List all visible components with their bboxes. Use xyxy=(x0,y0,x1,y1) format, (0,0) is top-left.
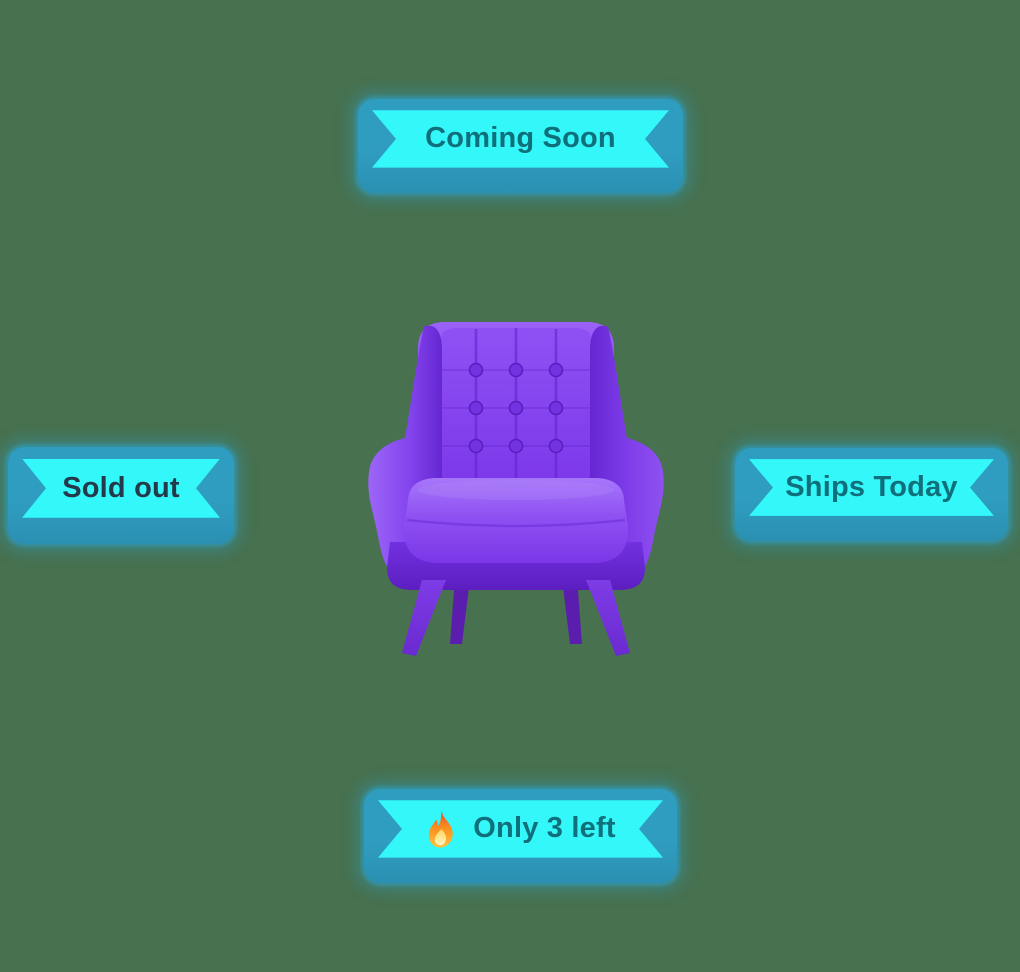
chair-back-leg xyxy=(450,578,470,644)
badge-label: Coming Soon xyxy=(425,122,616,155)
cushion-highlight xyxy=(418,480,614,500)
badge-label: Ships Today xyxy=(785,471,958,504)
badge-sold-out: Sold out xyxy=(8,447,234,544)
cushion-piping xyxy=(406,518,626,528)
badge-label: Sold out xyxy=(62,471,180,504)
armchair-image xyxy=(368,322,664,656)
badge-coming-soon: Coming Soon xyxy=(358,99,683,193)
ribbon-band: Only 3 left xyxy=(378,800,663,857)
chair-seat-cushion xyxy=(403,478,629,563)
chair-front-leg xyxy=(586,580,630,656)
chair-front-leg xyxy=(402,580,446,656)
ribbon-band: Coming Soon xyxy=(372,110,669,167)
badge-only-3-left: Only 3 left xyxy=(364,789,677,883)
ribbon-band: Ships Today xyxy=(749,459,994,516)
ribbon-band: Sold out xyxy=(22,459,220,518)
chair-back-leg xyxy=(562,578,582,644)
badge-label: Only 3 left xyxy=(473,812,616,845)
tufting-buttons xyxy=(468,362,564,454)
badge-ships-today: Ships Today xyxy=(735,448,1008,541)
fire-icon xyxy=(425,809,458,849)
